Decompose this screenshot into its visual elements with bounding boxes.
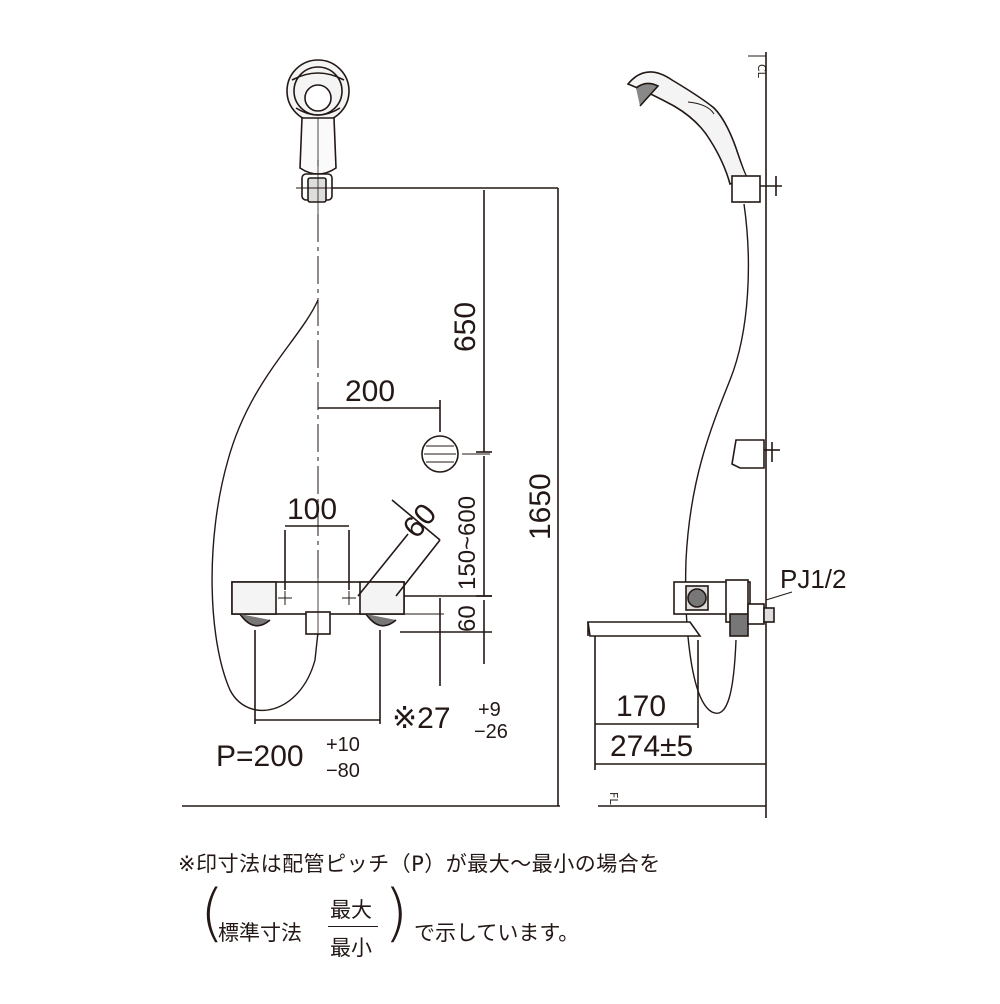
label-100: 100	[287, 493, 337, 526]
dimension-pitch	[254, 630, 381, 724]
label-200: 200	[345, 375, 395, 408]
label-650: 650	[449, 302, 482, 352]
label-pitch-plus: +10	[326, 734, 360, 756]
label-fl: FL	[607, 792, 620, 805]
note-tail: で示しています。	[414, 921, 580, 945]
label-pitch: P=200	[216, 740, 304, 773]
dimension-200	[318, 400, 441, 432]
dimension-150-600	[404, 456, 492, 597]
label-170: 170	[616, 690, 666, 723]
shower-head-side	[626, 71, 782, 203]
hose-front	[211, 299, 319, 712]
note-line-1: ※印寸法は配管ピッチ（P）が最大～最小の場合を	[178, 852, 661, 876]
dimension-100	[284, 525, 350, 590]
label-274: 274±5	[610, 730, 693, 763]
dimension-60-vertical	[400, 600, 492, 664]
label-27-plus: +9	[478, 699, 501, 721]
front-view: 200 100 60 650 150~600 60 1650 ※27 +9 −2…	[182, 59, 560, 807]
dimension-650	[476, 190, 492, 453]
shower-hook-front	[296, 160, 338, 214]
note-fraction-bar	[328, 926, 378, 927]
open-paren: (	[200, 876, 225, 949]
side-view: CL	[587, 52, 847, 818]
close-paren: )	[384, 876, 409, 949]
label-150-600: 150~600	[454, 496, 481, 590]
label-27-minus: −26	[474, 721, 508, 743]
faucet-side	[587, 579, 793, 637]
shower-head-front	[286, 59, 350, 175]
hose-side	[684, 203, 750, 714]
note-max: 最大	[330, 898, 372, 922]
dimension-27	[400, 598, 444, 686]
label-cl: CL	[755, 64, 768, 79]
dimension-60-angle	[357, 499, 441, 597]
label-pj: PJ1/2	[780, 564, 847, 594]
dimension-1650	[182, 188, 560, 807]
dimension-170	[594, 636, 699, 770]
note-min: 最小	[330, 936, 372, 960]
shower-holder-side	[731, 439, 780, 469]
note-standard: 標準寸法	[218, 921, 302, 945]
label-60-vertical: 60	[454, 605, 481, 632]
label-pitch-minus: −80	[326, 760, 360, 782]
faucet-body-front	[231, 578, 405, 636]
label-1650: 1650	[524, 473, 557, 540]
shower-holder-front	[421, 435, 490, 473]
label-27: ※27	[392, 702, 451, 735]
